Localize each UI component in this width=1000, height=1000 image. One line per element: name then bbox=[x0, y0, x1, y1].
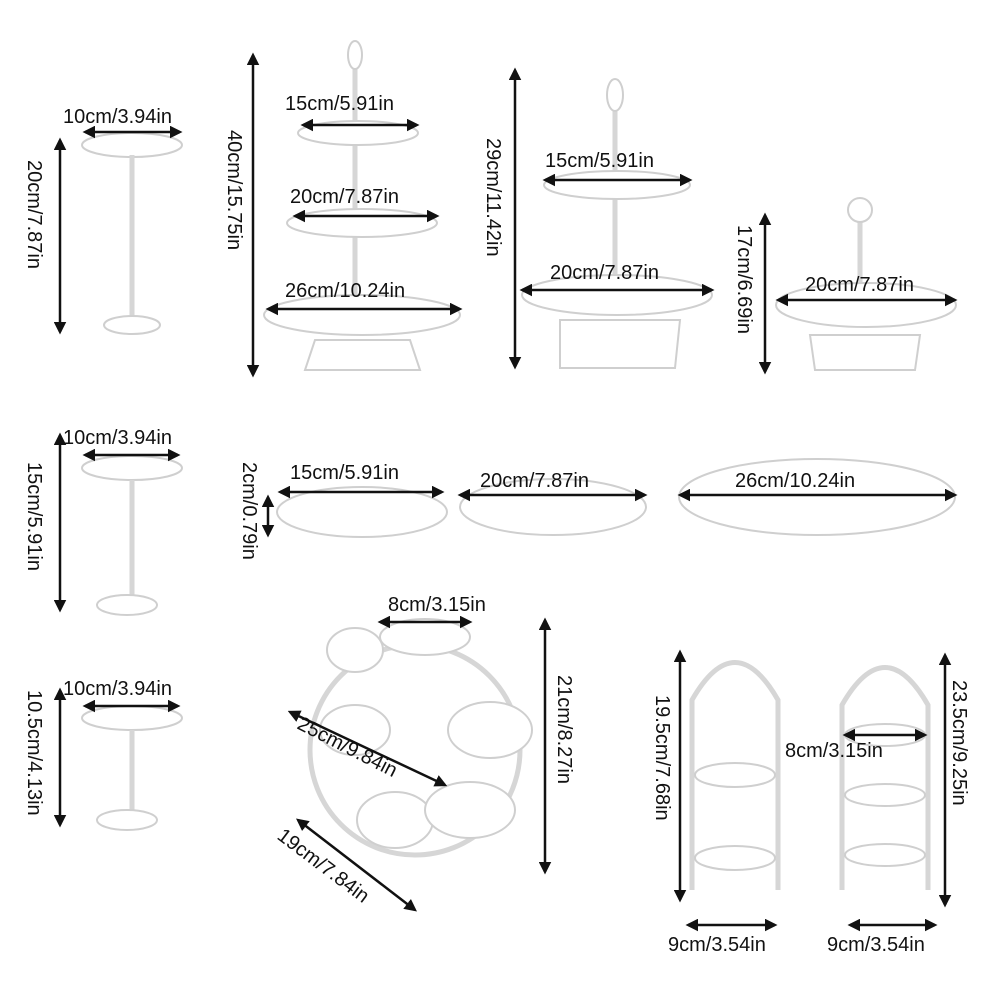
plate-small-label: 15cm/5.91in bbox=[290, 462, 399, 484]
wheel-plate-label: 8cm/3.15in bbox=[388, 594, 486, 616]
arch-two-tier bbox=[689, 660, 781, 890]
two-tier-bottom-label: 20cm/7.87in bbox=[550, 262, 659, 284]
two-tier-top-label: 15cm/5.91in bbox=[545, 150, 654, 172]
arch-three-tier bbox=[839, 665, 931, 890]
arch-three-height-label: 23.5cm/9.25in bbox=[948, 680, 970, 806]
three-tier-middle-label: 20cm/7.87in bbox=[290, 186, 399, 208]
stand-15cm bbox=[81, 455, 183, 616]
three-tier-top-label: 15cm/5.91in bbox=[285, 93, 394, 115]
stand-10cm bbox=[81, 705, 183, 831]
three-tier-bottom-label: 26cm/10.24in bbox=[285, 280, 405, 302]
plate-height-label: 2cm/0.79in bbox=[238, 462, 260, 560]
stand-10-width-label: 10cm/3.94in bbox=[63, 678, 172, 700]
stand-20-height-label: 20cm/7.87in bbox=[23, 160, 45, 269]
three-tier-height-label: 40cm/15.75in bbox=[223, 130, 245, 250]
stand-20-width-label: 10cm/3.94in bbox=[63, 106, 172, 128]
one-tier-height-label: 17cm/6.69in bbox=[733, 225, 755, 334]
arch-three-base-label: 9cm/3.54in bbox=[827, 934, 925, 956]
two-tier-stand bbox=[521, 78, 713, 369]
plate-medium-label: 20cm/7.87in bbox=[480, 470, 589, 492]
stand-15-width-label: 10cm/3.94in bbox=[63, 427, 172, 449]
stand-15-height-label: 15cm/5.91in bbox=[23, 462, 45, 571]
arch-three-plate-label: 8cm/3.15in bbox=[785, 740, 883, 762]
one-tier-plate-label: 20cm/7.87in bbox=[805, 274, 914, 296]
dimension-arrows bbox=[53, 52, 958, 932]
wheel-height-label: 21cm/8.27in bbox=[553, 675, 575, 784]
arch-two-base-label: 9cm/3.54in bbox=[668, 934, 766, 956]
stand-10-height-label: 10.5cm/4.13in bbox=[23, 690, 45, 816]
arch-two-height-label: 19.5cm/7.68in bbox=[651, 695, 673, 821]
plate-large-label: 26cm/10.24in bbox=[735, 470, 855, 492]
stand-20cm bbox=[81, 132, 183, 335]
two-tier-height-label: 29cm/11.42in bbox=[482, 138, 504, 257]
